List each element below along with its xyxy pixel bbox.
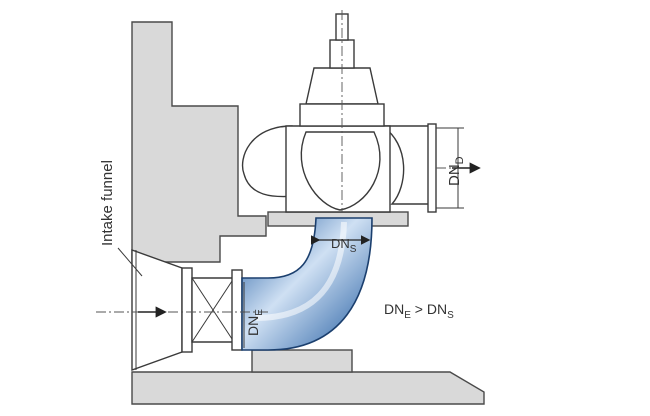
pump-volute-left <box>241 125 297 198</box>
dn-relation-label: DNE > DNS <box>384 301 454 321</box>
intake-label-leader <box>117 247 143 277</box>
intake-funnel-label: Intake funnel <box>99 160 116 246</box>
intake-funnel <box>131 249 183 371</box>
pump-pedestal <box>251 349 353 373</box>
discharge-flange <box>427 123 437 213</box>
dn-e-label: DNE <box>245 309 265 336</box>
pump-impeller-bowl <box>300 131 381 211</box>
valve-flange-left <box>181 267 193 353</box>
concrete-wall <box>131 21 267 263</box>
floor-slab <box>131 371 485 405</box>
pump-volute-right <box>379 125 431 205</box>
dn-s-label: DNS <box>331 236 357 255</box>
dn-d-label: DND <box>446 156 466 186</box>
valve-cross <box>191 277 235 343</box>
valve-flange-right <box>231 269 243 351</box>
suction-elbow-pipe <box>241 217 373 351</box>
